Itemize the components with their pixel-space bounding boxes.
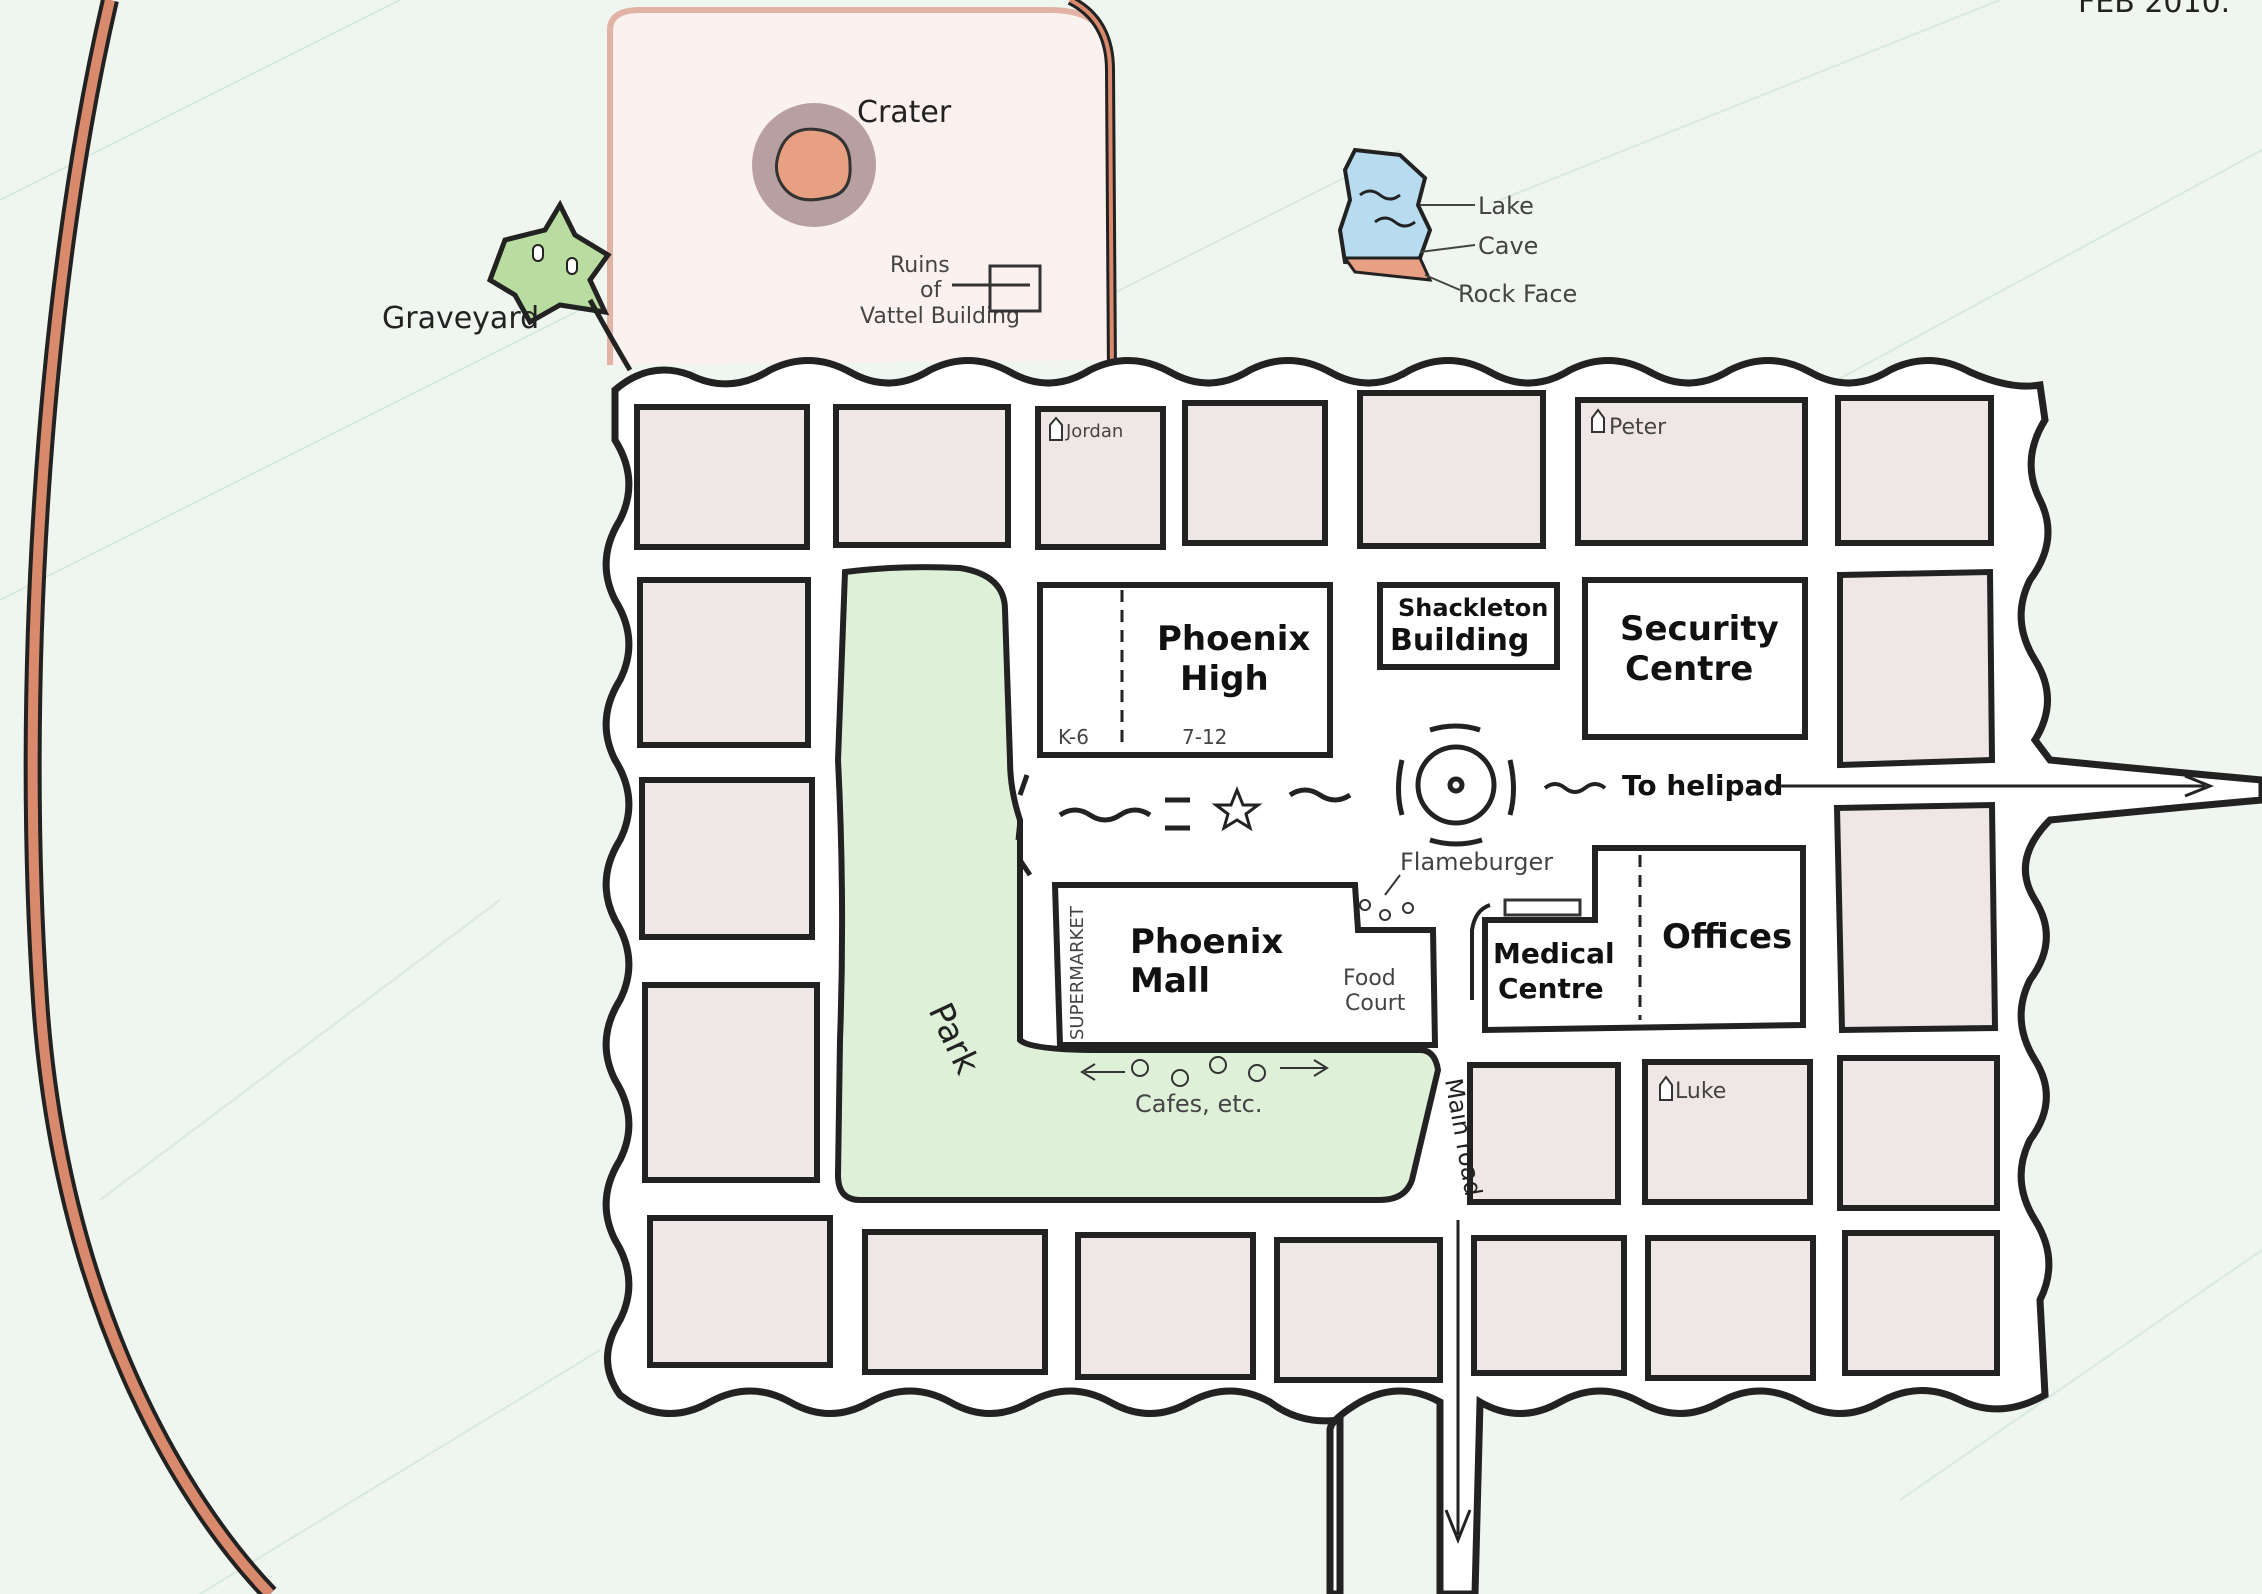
shackleton-line-1: Shackleton	[1398, 594, 1548, 622]
city-block	[1575, 397, 1808, 546]
cafes-label: Cafes, etc.	[1135, 1090, 1262, 1118]
shackleton-building	[1377, 582, 1560, 670]
security-line-1: Security	[1620, 609, 1779, 649]
city-block	[1182, 400, 1328, 546]
flameburger-tables	[1359, 899, 1414, 921]
house-luke-label: Luke	[1675, 1079, 1726, 1104]
medical-entrance	[1470, 903, 1491, 1000]
lake-leaders	[1419, 204, 1476, 291]
grades-high-label: 7-12	[1182, 725, 1227, 749]
wave-icon	[1543, 782, 1607, 794]
lake-label: Lake	[1478, 192, 1534, 220]
house-peter-label: Peter	[1609, 415, 1667, 440]
security-line-2: Centre	[1625, 649, 1753, 689]
city-block	[1467, 1062, 1621, 1205]
flameburger-roundabout	[1396, 723, 1516, 847]
house-jordan-label: Jordan	[1065, 421, 1123, 442]
plaza-decorations	[1015, 774, 1352, 877]
rock-face-label: Rock Face	[1458, 280, 1577, 308]
city-block	[1471, 1235, 1627, 1376]
city-block	[1833, 801, 1999, 1034]
food-court-line-1: Food	[1343, 966, 1396, 991]
cafes-icons	[1080, 1056, 1329, 1087]
city-block	[642, 982, 820, 1183]
outer-road	[23, 0, 277, 1594]
gravestone-icon	[566, 257, 578, 275]
offices-label: Offices	[1662, 917, 1792, 957]
ruins-line-1: Ruins	[890, 253, 950, 278]
cave-label: Cave	[1478, 232, 1538, 260]
crater-label: Crater	[857, 95, 952, 130]
flameburger-arrow	[1384, 874, 1401, 896]
house-icon	[1049, 416, 1063, 441]
medical-offices-building	[1482, 845, 1806, 1034]
city-block	[862, 1229, 1048, 1375]
ruins-symbol	[988, 264, 1042, 313]
security-centre	[1582, 577, 1808, 740]
city-block	[1075, 1232, 1256, 1380]
grades-low-label: K-6	[1058, 725, 1089, 749]
phoenix-high-line-1: Phoenix	[1157, 619, 1310, 659]
phoenix-high-line-2: High	[1180, 659, 1269, 699]
city-block	[1842, 1230, 2000, 1376]
shackleton-line-2: Building	[1390, 623, 1529, 658]
phoenix-mall	[1051, 882, 1439, 1048]
flameburger-label: Flameburger	[1400, 848, 1553, 876]
house-icon	[1591, 408, 1605, 433]
supermarket-label: SUPERMARKET	[1067, 905, 1088, 1040]
city-block	[637, 577, 811, 748]
medical-canopy	[1503, 898, 1582, 917]
crater	[752, 103, 876, 227]
main-road-arrowhead	[1444, 1509, 1472, 1545]
city-block	[1837, 1055, 2000, 1211]
graveyard-label: Graveyard	[382, 301, 539, 336]
city-block	[1837, 568, 1996, 769]
house-icon	[1659, 1075, 1673, 1101]
graveyard	[486, 199, 633, 372]
city-block	[1357, 390, 1546, 549]
city-block	[639, 777, 815, 940]
phoenix-high-building	[1037, 582, 1333, 758]
food-court-line-2: Court	[1345, 991, 1406, 1016]
city-block	[833, 404, 1011, 548]
city-block	[1645, 1235, 1816, 1381]
medical-line-1: Medical	[1493, 937, 1615, 970]
city-block	[1835, 395, 1994, 546]
star-icon	[1211, 785, 1263, 832]
phoenix-mall-line-1: Phoenix	[1130, 922, 1283, 962]
phoenix-mall-line-2: Mall	[1130, 961, 1210, 1001]
ruins-label: Ruins of Vattel Building	[860, 253, 1020, 329]
city-block	[647, 1215, 833, 1368]
city-block	[1274, 1237, 1443, 1383]
date-note: FEB 2010.	[2078, 0, 2230, 20]
ruins-line-3: Vattel Building	[860, 304, 1020, 329]
to-helipad-label: To helipad	[1622, 769, 1783, 802]
city-block	[1642, 1059, 1813, 1205]
park	[834, 564, 1442, 1203]
medical-line-2: Centre	[1498, 972, 1604, 1005]
lake	[1337, 147, 1433, 282]
ruins-line-2: of	[920, 278, 942, 303]
city-block	[634, 404, 810, 550]
helipad-arrowhead	[2184, 774, 2215, 798]
gravestone-icon	[532, 244, 544, 262]
